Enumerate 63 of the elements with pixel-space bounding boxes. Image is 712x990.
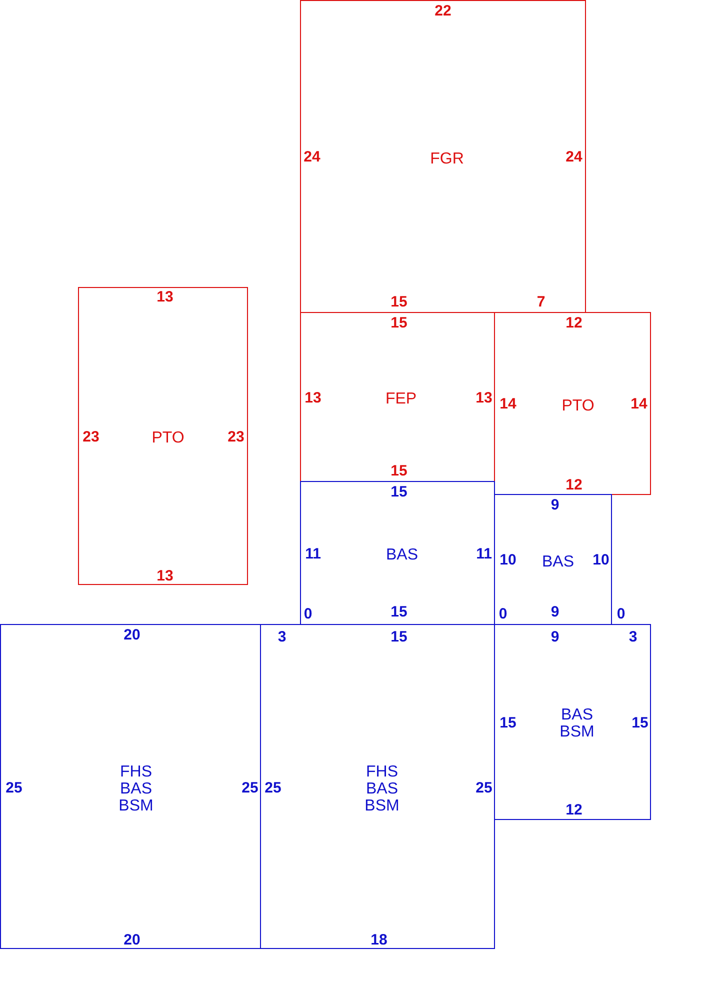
dimension-label: 3	[628, 630, 638, 644]
dimension-label: 11	[305, 546, 321, 562]
dimension-label: 0	[616, 606, 626, 622]
dimension-label: 20	[124, 932, 140, 948]
dimension-label: 15	[390, 604, 408, 620]
dimension-label: 0	[304, 606, 312, 622]
dimension-label: 9	[550, 630, 560, 644]
dimension-label: 13	[476, 390, 492, 406]
dimension-label: 13	[304, 390, 322, 406]
dimension-label: 25	[242, 780, 258, 796]
room-label: FGR	[430, 150, 464, 168]
dimension-label: 11	[476, 546, 492, 562]
room-outline	[494, 624, 651, 820]
dimension-label: 13	[156, 568, 174, 584]
dimension-label: 22	[434, 4, 452, 18]
dimension-label: 15	[390, 484, 408, 500]
dimension-label: 0	[498, 606, 508, 622]
dimension-label: 15	[500, 716, 516, 730]
room-label: BAS	[366, 780, 398, 798]
room-outline	[78, 287, 248, 585]
dimension-label: 15	[390, 630, 408, 644]
room-label: BAS	[386, 546, 418, 564]
dimension-label: 9	[550, 604, 560, 620]
dimension-label: 15	[390, 294, 408, 310]
room-label: PTO	[152, 430, 184, 446]
dimension-label: 23	[228, 430, 244, 444]
dimension-label: 9	[550, 498, 560, 512]
dimension-label: 23	[82, 430, 100, 444]
dimension-label: 15	[390, 316, 408, 330]
dimension-label: 10	[592, 552, 610, 568]
dimension-label: 24	[304, 150, 320, 164]
room-outline	[300, 312, 495, 482]
room-label: BAS	[561, 706, 593, 723]
dimension-label: 12	[566, 478, 582, 492]
room-outline	[300, 481, 495, 625]
room-outline	[0, 624, 261, 949]
room-outline	[300, 0, 586, 313]
dimension-label: 10	[500, 552, 516, 568]
dimension-label: 25	[6, 780, 22, 796]
room-label: PTO	[562, 398, 594, 414]
room-label: BAS	[120, 780, 152, 798]
room-label: BSM	[364, 798, 400, 814]
dimension-label: 3	[278, 630, 286, 644]
room-label: BSM	[560, 723, 594, 740]
room-label: FHS	[366, 764, 398, 780]
dimension-label: 24	[566, 150, 582, 164]
room-label: BSM	[118, 798, 154, 814]
dimension-label: 12	[566, 316, 582, 330]
dimension-label: 13	[156, 290, 174, 304]
dimension-label: 14	[630, 396, 648, 412]
dimension-label: 15	[390, 464, 408, 478]
dimension-label: 25	[264, 780, 282, 796]
dimension-label: 12	[566, 802, 582, 818]
room-outline	[260, 624, 495, 949]
dimension-label: 7	[536, 294, 546, 310]
dimension-label: 20	[124, 628, 140, 642]
dimension-label: 14	[500, 396, 516, 412]
room-label: FEP	[385, 390, 417, 408]
dimension-label: 18	[370, 932, 388, 948]
room-label: BAS	[542, 554, 574, 570]
room-label: FHS	[120, 764, 152, 780]
dimension-label: 25	[476, 780, 492, 796]
dimension-label: 15	[632, 716, 648, 730]
